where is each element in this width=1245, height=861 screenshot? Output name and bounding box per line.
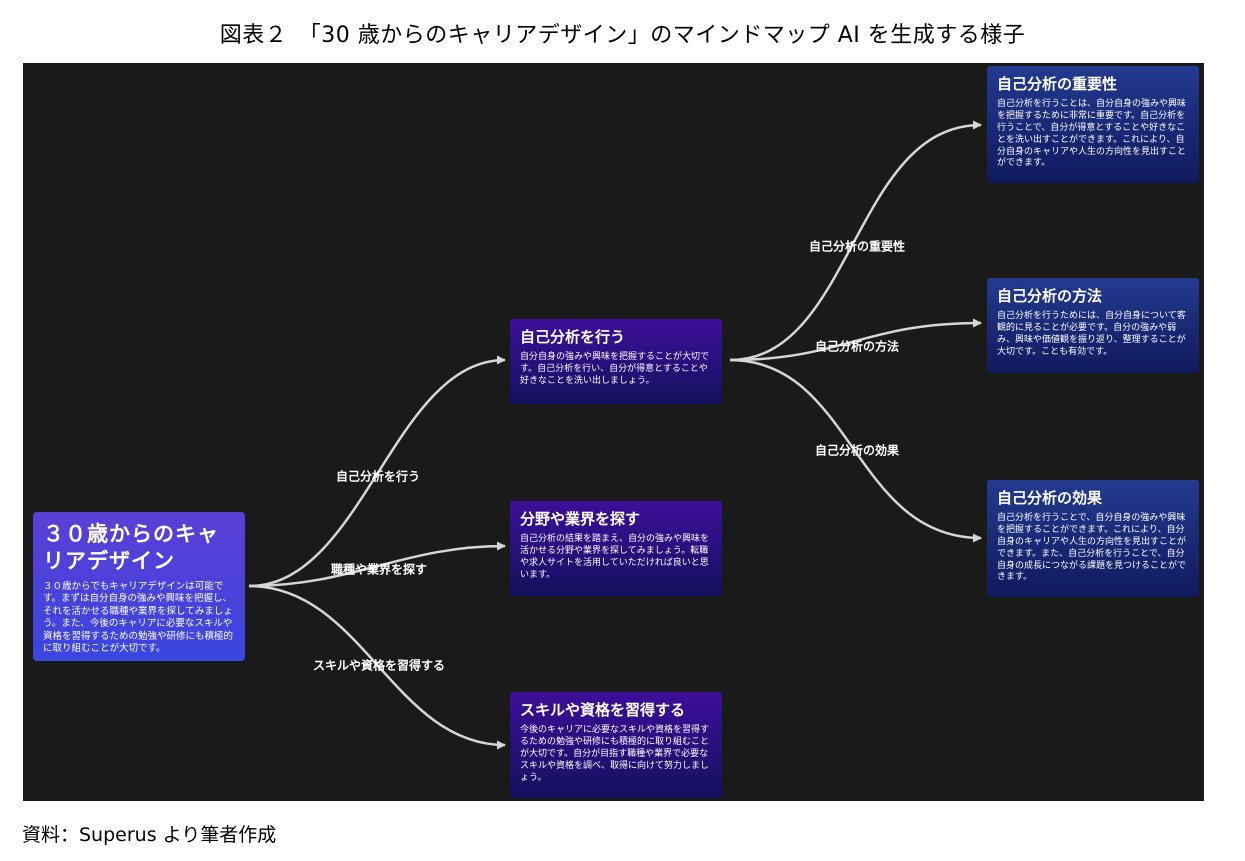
figure-title: 図表２ 「30 歳からのキャリアデザイン」のマインドマップ AI を生成する様子 bbox=[219, 23, 1026, 48]
source-note: 資料：Superus より筆者作成 bbox=[22, 824, 277, 846]
mindmap-links bbox=[248, 120, 982, 750]
node-importance-title: 自己分析の重要性 bbox=[997, 75, 1118, 93]
root-node-title: ３０歳からのキャリアデザイン bbox=[43, 522, 219, 573]
link-self-analysis-to-effect bbox=[729, 358, 982, 543]
link-self-analysis-to-method bbox=[729, 318, 982, 362]
mindmap-canvas[interactable]: 自己分析を行う 職種や業界を探す スキルや資格を習得する 自己分析の重要性 自己… bbox=[23, 63, 1204, 801]
link-self-analysis-to-importance bbox=[729, 120, 982, 362]
node-self-analysis-title: 自己分析を行う bbox=[520, 328, 626, 346]
link-root-to-skills bbox=[248, 584, 506, 750]
node-importance[interactable]: 自己分析の重要性 自己分析を行うことは、自分自身の強みや興味を把握するために非常… bbox=[987, 66, 1199, 183]
node-importance-text: 自己分析を行うことは、自分自身の強みや興味を把握するために非常に重要です。自己分… bbox=[997, 99, 1187, 169]
node-method[interactable]: 自己分析の方法 自己分析を行うためには、自分自身について客観的に見ることが必要で… bbox=[987, 278, 1199, 373]
node-effect-title: 自己分析の効果 bbox=[997, 489, 1103, 507]
link-root-to-industry bbox=[248, 541, 506, 588]
node-skills[interactable]: スキルや資格を習得する 今後のキャリアに必要なスキルや資格を習得するための勉強や… bbox=[510, 692, 722, 798]
node-self-analysis[interactable]: 自己分析を行う 自分自身の強みや興味を把握することが大切です。自己分析を行い、自… bbox=[510, 319, 722, 404]
root-node[interactable]: ３０歳からのキャリアデザイン ３０歳からでもキャリアデザインは可能です。まずは自… bbox=[33, 512, 245, 661]
node-self-analysis-text: 自分自身の強みや興味を把握することが大切です。自己分析を行い、自分が得意とするこ… bbox=[520, 352, 710, 386]
node-skills-text: 今後のキャリアに必要なスキルや資格を習得するための勉強や研修にも積極的に取り組む… bbox=[520, 725, 710, 783]
edge-label-importance: 自己分析の重要性 bbox=[808, 239, 906, 254]
edge-label-skills: スキルや資格を習得する bbox=[312, 658, 446, 673]
edge-label-effect: 自己分析の効果 bbox=[814, 443, 900, 458]
edge-label-method: 自己分析の方法 bbox=[814, 339, 900, 354]
edge-label-industry: 職種や業界を探す bbox=[330, 562, 428, 577]
node-effect-text: 自己分析を行うことで、自分自身の強みや興味を把握することができます。これにより、… bbox=[997, 513, 1187, 583]
node-method-text: 自己分析を行うためには、自分自身について客観的に見ることが必要です。自分の強みや… bbox=[997, 311, 1186, 357]
edge-label-self-analysis: 自己分析を行う bbox=[335, 469, 421, 484]
node-industry-title: 分野や業界を探す bbox=[520, 510, 641, 528]
node-industry-text: 自己分析の結果を踏まえ、自分の強みや興味を活かせる分野や業界を探してみましょう。… bbox=[520, 534, 710, 580]
link-root-to-self-analysis bbox=[248, 355, 506, 588]
node-method-title: 自己分析の方法 bbox=[997, 287, 1103, 305]
node-industry[interactable]: 分野や業界を探す 自己分析の結果を踏まえ、自分の強みや興味を活かせる分野や業界を… bbox=[510, 501, 722, 596]
node-effect[interactable]: 自己分析の効果 自己分析を行うことで、自分自身の強みや興味を把握することができま… bbox=[987, 480, 1199, 597]
root-node-text: ３０歳からでもキャリアデザインは可能です。まずは自分自身の強みや興味を把握し、そ… bbox=[43, 580, 234, 655]
node-skills-title: スキルや資格を習得する bbox=[520, 701, 686, 719]
